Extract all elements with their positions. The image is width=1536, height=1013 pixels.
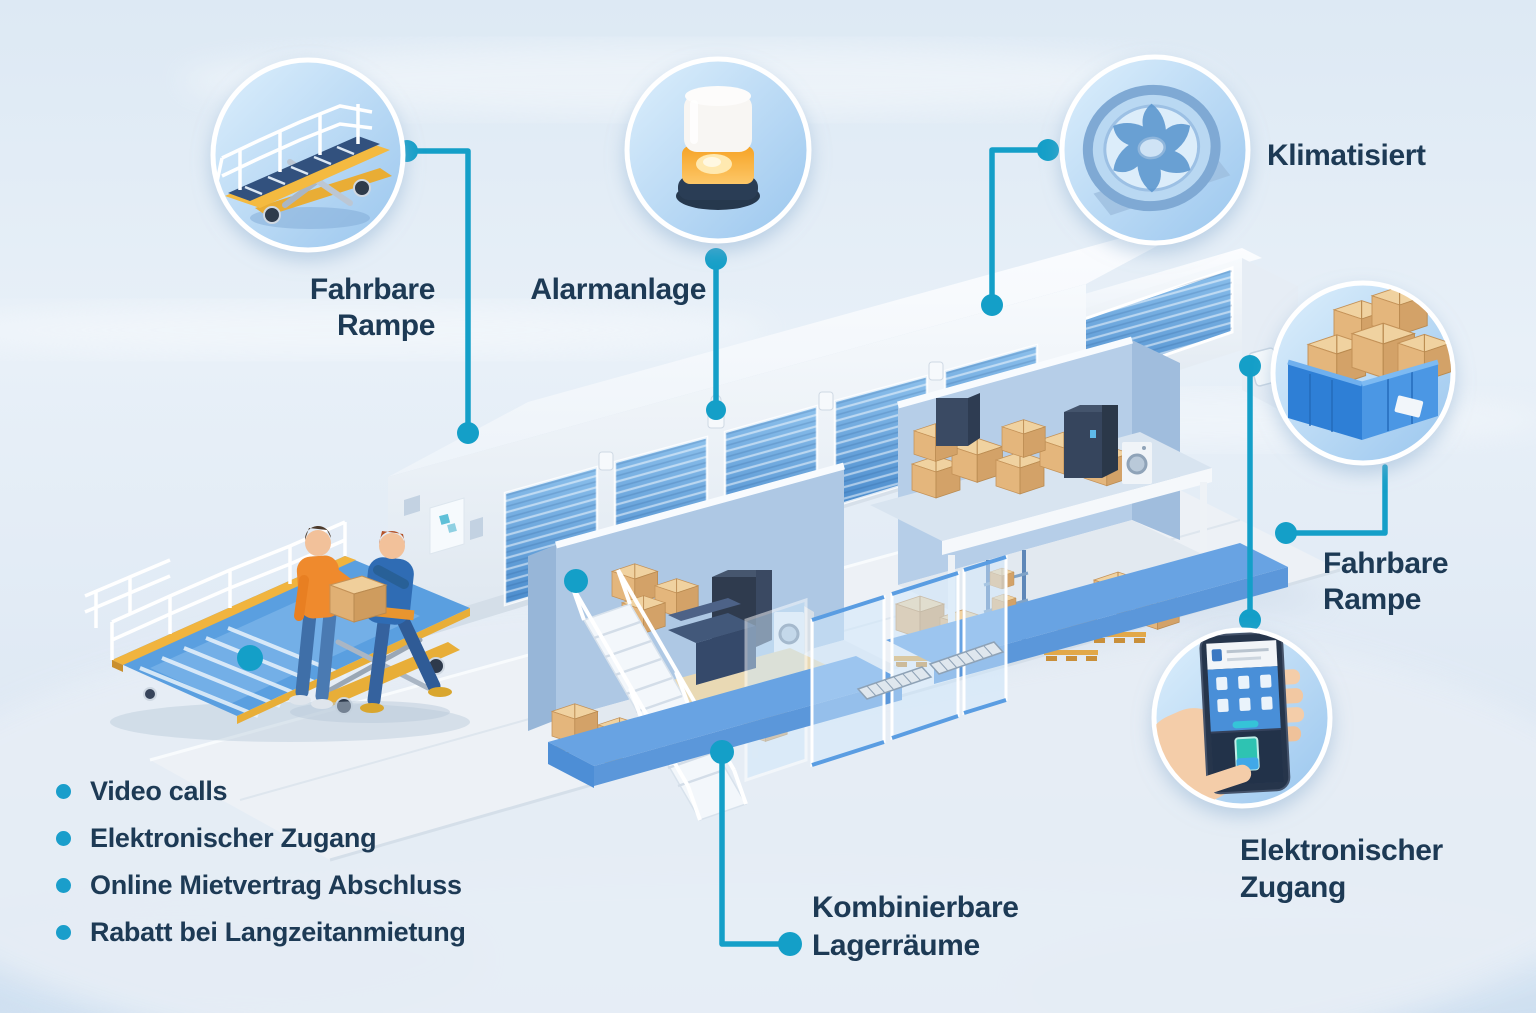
callout-line: Zugang <box>1240 871 1346 904</box>
ventilation-fan-icon <box>1082 84 1231 216</box>
carried-box <box>328 575 388 623</box>
right-storage-unit <box>870 336 1288 684</box>
phone-access-icon <box>1156 632 1305 804</box>
callout-ramp-right-label: Fahrbare Rampe <box>1323 546 1449 618</box>
floor-grates <box>856 641 1005 700</box>
cabinet-2 <box>936 393 980 446</box>
bullet-dot-icon <box>56 831 71 846</box>
marker-dot-unit-wall <box>564 569 588 593</box>
roof <box>388 209 1226 477</box>
callout-line: Alarmanlage <box>530 273 706 306</box>
feature-item: Elektronischer Zugang <box>56 823 377 854</box>
sofa <box>668 598 756 685</box>
badge-mobile-ramp <box>210 57 406 253</box>
callout-line: Rampe <box>336 309 435 342</box>
badge-climate <box>1059 54 1251 246</box>
feature-item: Online Mietvertrag Abschluss <box>56 870 462 901</box>
center-storage-unit <box>528 462 902 821</box>
callout-ramp-left-label: Fahrbare Rampe <box>240 272 436 344</box>
feature-item: Video calls <box>56 776 228 807</box>
badge-ramp-right <box>1270 280 1456 466</box>
alarm-beacon-icon <box>676 86 760 210</box>
cabinet <box>1064 405 1118 478</box>
connectors <box>237 139 1388 956</box>
boxes-container-icon <box>1287 286 1451 440</box>
callout-line: Rampe <box>1323 583 1422 616</box>
badge-access <box>1151 627 1333 809</box>
callout-line: Fahrbare <box>1323 547 1449 580</box>
badge-alarm <box>624 56 812 244</box>
connector-units <box>710 740 802 956</box>
mobile-ramp-scene <box>84 520 470 742</box>
feature-text: Elektronischer Zugang <box>90 823 377 853</box>
marker-dot-ramp <box>237 645 263 671</box>
bullet-dot-icon <box>56 878 71 893</box>
connector-access <box>1239 355 1261 631</box>
callout-line: Elektronischer <box>1240 834 1443 867</box>
washing-machine <box>1122 442 1152 484</box>
feature-text: Online Mietvertrag Abschluss <box>90 870 462 900</box>
callout-climate-label: Klimatisiert <box>1267 138 1426 174</box>
bullet-dot-icon <box>56 784 71 799</box>
glass-partitions <box>810 554 1008 768</box>
storage-building <box>388 209 1298 821</box>
mobile-ramp-icon <box>215 104 392 229</box>
wall-signs <box>404 495 483 555</box>
callout-units-label: Kombinierbare Lagerräume <box>812 889 1019 965</box>
connector-alarm <box>705 248 727 420</box>
feature-badges <box>210 54 1456 809</box>
callout-line: Lagerräume <box>812 929 980 962</box>
workers <box>289 525 452 723</box>
callout-line: Fahrbare <box>309 273 436 306</box>
callout-line: Klimatisiert <box>1267 139 1426 172</box>
callout-line: Kombinierbare <box>812 891 1019 924</box>
connector-climate <box>981 139 1059 316</box>
connector-ramp-right <box>1275 464 1388 544</box>
feature-text: Video calls <box>90 776 228 806</box>
feature-item: Rabatt bei Langzeitanmietung <box>56 917 466 948</box>
callout-access-label: Elektronischer Zugang <box>1240 832 1443 906</box>
feature-text: Rabatt bei Langzeitanmietung <box>90 917 466 947</box>
bullet-dot-icon <box>56 925 71 940</box>
callout-alarm-label: Alarmanlage <box>450 272 706 308</box>
